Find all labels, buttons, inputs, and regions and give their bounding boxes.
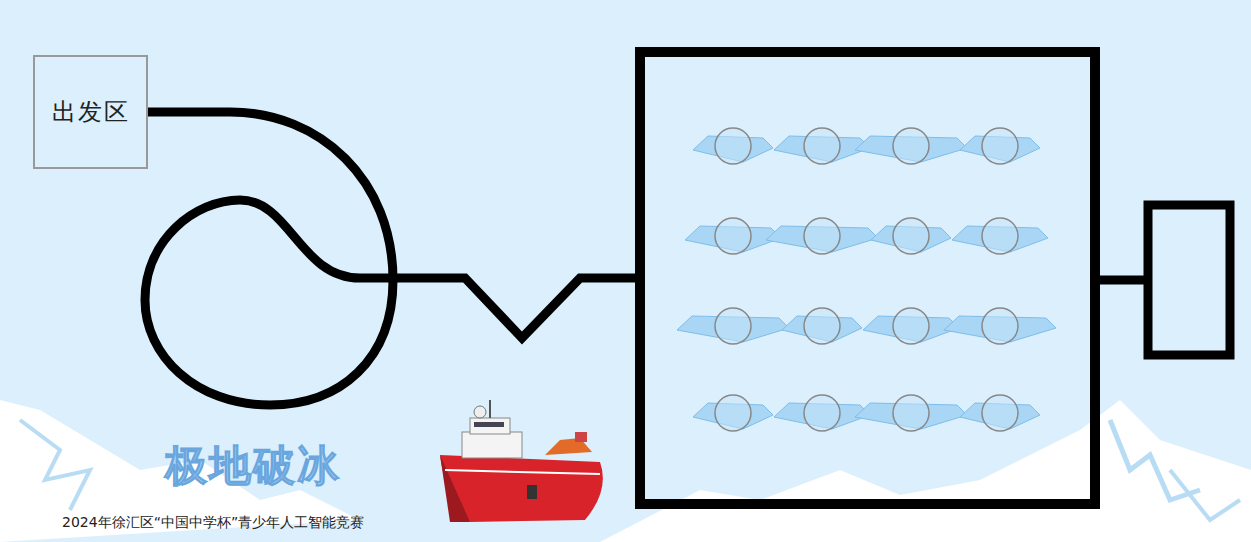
icebreaker-ship (440, 400, 603, 522)
ice-blocks (677, 128, 1056, 431)
competition-caption: 2024年徐汇区“中国中学杯”青少年人工智能竞赛 (62, 514, 364, 532)
target-circle (893, 395, 929, 431)
target-circle (982, 395, 1018, 431)
target-circle (804, 308, 840, 344)
zone-label: 出发区 (52, 96, 130, 128)
target-circle (715, 308, 751, 344)
target-circle (715, 218, 751, 254)
ice-field (640, 52, 1095, 504)
target-circle (893, 128, 929, 164)
target-circle (804, 218, 840, 254)
target-circle (982, 308, 1018, 344)
start-zone: 出发区 (33, 55, 148, 169)
target-circle (715, 128, 751, 164)
track-line (1095, 276, 1148, 285)
target-circle (893, 218, 929, 254)
background (6, 10, 1251, 542)
track-line (145, 112, 640, 405)
target-circle (804, 395, 840, 431)
target-circle (982, 218, 1018, 254)
logo-title: 极地破冰 (165, 438, 341, 494)
snow-mountains (0, 400, 1251, 542)
target-circle (804, 128, 840, 164)
target-circle (893, 308, 929, 344)
target-circle (982, 128, 1018, 164)
end-zone (1148, 205, 1230, 355)
target-circle (715, 395, 751, 431)
